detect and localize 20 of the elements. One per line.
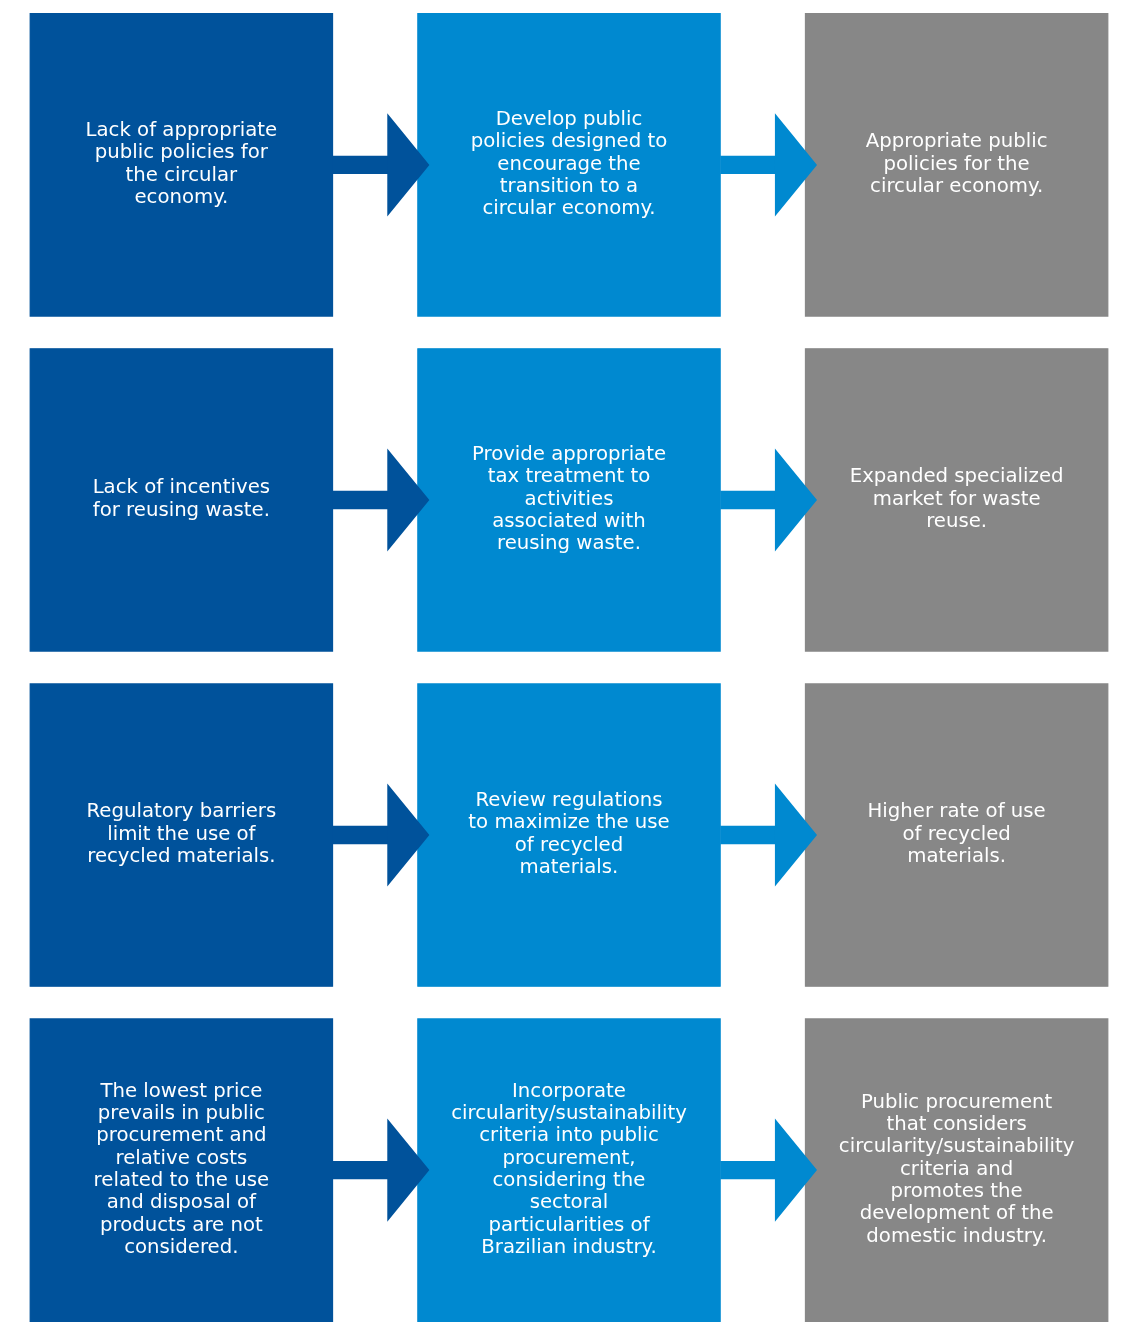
arrow <box>332 448 429 552</box>
node-box: Incorporate circularity/sustainability criteria into public procurement, considering the sectoral particularities of Brazilian industry. <box>416 1018 721 1322</box>
arrow <box>719 448 817 552</box>
node-box: Expanded specialized market for waste reuse. <box>804 348 1108 652</box>
arrow <box>332 1118 429 1222</box>
arrow <box>332 113 429 217</box>
node-box: Regulatory barriers limit the use of recycled materials. <box>29 683 333 987</box>
node-box: Lack of incentives for reusing waste. <box>29 348 333 652</box>
node-box: Higher rate of use of recycled materials. <box>804 683 1108 987</box>
node-box: The lowest price prevails in public procurement and relative costs related to the use and disposal of products are not considered. <box>29 1018 333 1322</box>
node-box: Develop public policies designed to encourage the transition to a circular economy. <box>416 13 721 317</box>
node-box: Public procurement that considers circularity/sustainability criteria and promotes the development of the domestic industry. <box>804 1018 1108 1322</box>
arrow <box>332 783 429 887</box>
node-box: Review regulations to maximize the use of recycled materials. <box>416 683 721 987</box>
arrow <box>719 1118 817 1222</box>
arrow <box>719 783 817 887</box>
node-box: Provide appropriate tax treatment to activities associated with reusing waste. <box>416 348 721 652</box>
node-box: Appropriate public policies for the circular economy. <box>804 13 1108 317</box>
node-box: Lack of appropriate public policies for the circular economy. <box>29 13 333 317</box>
arrow <box>719 113 817 217</box>
